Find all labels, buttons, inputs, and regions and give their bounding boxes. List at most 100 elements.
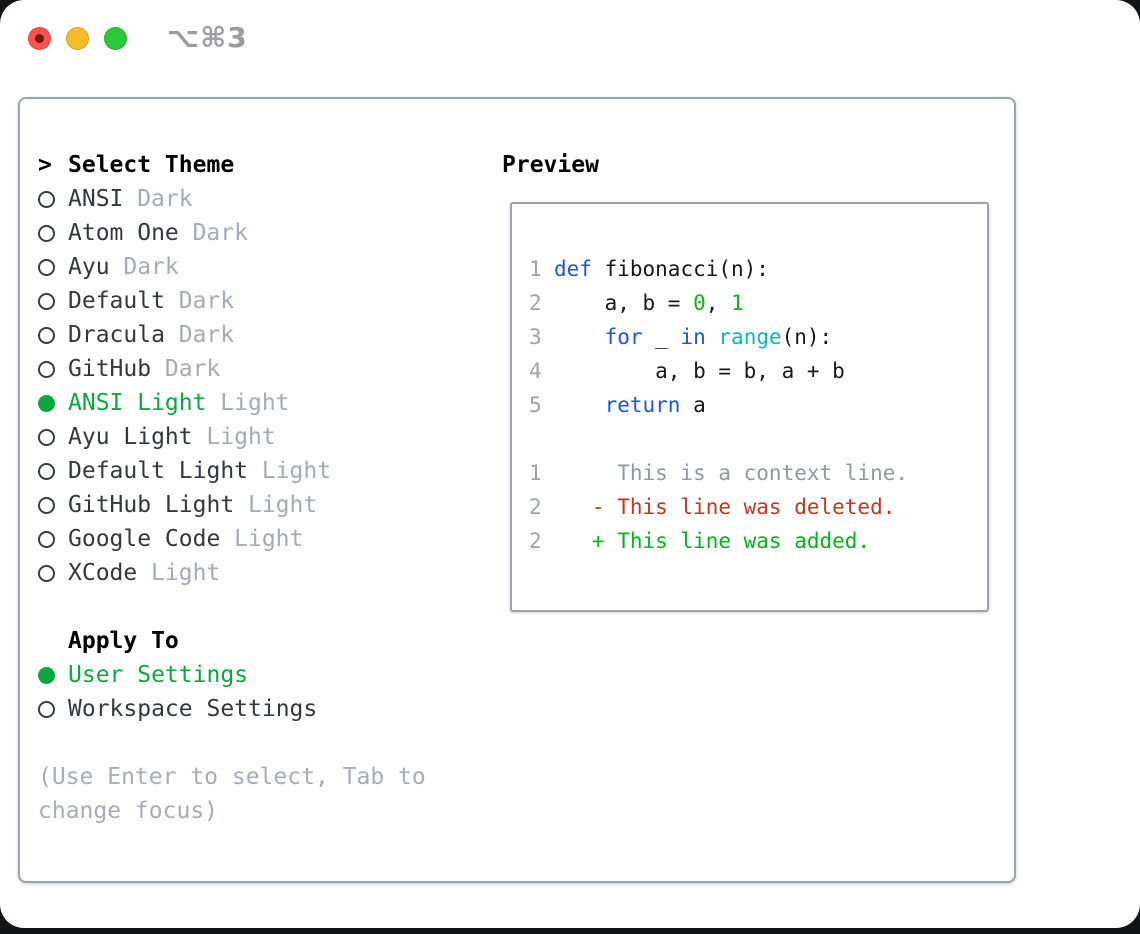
code-token: + This line was added. [554, 529, 871, 553]
theme-name: ANSI Light [68, 390, 207, 416]
radio-icon [38, 360, 55, 378]
radio-icon [38, 258, 55, 276]
code-line: 2 - This line was deleted. [529, 490, 908, 524]
minimize-button[interactable] [66, 27, 89, 50]
line-number: 2 [529, 291, 542, 315]
radio-icon [38, 530, 55, 548]
theme-list-title: Select Theme [68, 152, 235, 178]
code-line: 2 + This line was added. [529, 524, 908, 558]
radio-marker-cell [38, 292, 68, 310]
help-text: (Use Enter to select, Tab to [38, 764, 426, 790]
radio-marker-cell [38, 564, 68, 582]
apply-to-option[interactable]: User Settings [38, 658, 488, 692]
theme-option[interactable]: GitHub Light Light [38, 488, 488, 522]
line-number: 5 [529, 393, 542, 417]
code-token: return [604, 393, 681, 417]
radio-marker-cell [38, 666, 68, 684]
theme-option[interactable]: Dracula Dark [38, 318, 488, 352]
theme-list-header: >Select Theme [38, 148, 488, 182]
preview-title: Preview [502, 152, 599, 178]
theme-name: Default [68, 288, 165, 314]
line-number: 1 [529, 257, 542, 281]
code-token: a, b = b, a + b [554, 359, 845, 383]
radio-marker-cell [38, 258, 68, 276]
keyboard-shortcut-label: ⌥⌘3 [167, 21, 248, 54]
radio-marker-cell [38, 700, 68, 718]
theme-option[interactable]: Default Dark [38, 284, 488, 318]
code-token: fibonacci(n): [591, 257, 769, 281]
close-button[interactable] [28, 27, 51, 50]
theme-name: Google Code [68, 526, 221, 552]
focus-marker-cell: > [38, 152, 68, 178]
radio-marker-cell [38, 394, 68, 412]
theme-name: GitHub [68, 356, 152, 382]
radio-marker-cell [38, 360, 68, 378]
theme-variant-badge: Light [234, 526, 304, 552]
code-token [554, 325, 605, 349]
theme-variant-badge: Light [247, 492, 318, 518]
theme-option[interactable]: Google Code Light [38, 522, 488, 556]
radio-marker-cell [38, 462, 68, 480]
code-content: - This line was deleted. [554, 495, 895, 519]
code-token: This is a context line. [554, 461, 909, 485]
code-token: range [718, 325, 782, 349]
code-line: 4 a, b = b, a + b [529, 354, 908, 388]
theme-name: XCode [68, 560, 138, 586]
radio-marker-cell [38, 496, 68, 514]
code-token: in [680, 325, 706, 349]
apply-to-title: Apply To [68, 628, 179, 654]
theme-name: GitHub Light [68, 492, 235, 518]
code-token [706, 325, 719, 349]
code-token: 1 [731, 291, 744, 315]
code-token: _ [642, 325, 681, 349]
theme-variant-badge: Dark [178, 288, 235, 314]
apply-to-label: Workspace Settings [68, 696, 318, 722]
code-token: , [705, 291, 732, 315]
line-number: 1 [529, 461, 542, 485]
list-gap [38, 726, 488, 760]
code-line: 3 for _ in range(n): [529, 320, 908, 354]
code-line: 1 def fibonacci(n): [529, 252, 908, 286]
radio-icon [38, 462, 55, 480]
theme-name: ANSI [68, 186, 124, 212]
code-line [529, 422, 908, 456]
line-number: 2 [529, 529, 542, 553]
radio-icon [38, 292, 55, 310]
radio-marker-cell [38, 326, 68, 344]
code-token: a, b = [554, 291, 694, 315]
code-token [554, 393, 605, 417]
theme-name: Dracula [68, 322, 165, 348]
theme-variant-badge: Light [206, 424, 276, 450]
radio-selected-icon [38, 394, 55, 412]
apply-to-option[interactable]: Workspace Settings [38, 692, 488, 726]
theme-name: Ayu [68, 254, 110, 280]
code-content: def fibonacci(n): [554, 257, 769, 281]
code-token: 0 [693, 291, 706, 315]
unsaved-changes-indicator-icon [35, 34, 44, 43]
radio-icon [38, 428, 55, 446]
help-text: change focus) [38, 798, 219, 824]
theme-variant-badge: Dark [178, 322, 235, 348]
radio-icon [38, 224, 55, 242]
zoom-button[interactable] [104, 27, 127, 50]
code-content: for _ in range(n): [554, 325, 833, 349]
theme-variant-badge: Light [261, 458, 332, 484]
apply-to-header: Apply To [38, 624, 488, 658]
code-content: a, b = b, a + b [554, 359, 845, 383]
code-token: (n): [781, 325, 833, 349]
code-token: a [680, 393, 706, 417]
code-content: return a [554, 393, 706, 417]
code-token: def [554, 257, 592, 281]
radio-icon [38, 564, 55, 582]
theme-name: Atom One [68, 220, 179, 246]
code-preview: 1 def fibonacci(n): 2 a, b = 0, 1 3 for _ i… [529, 252, 908, 558]
